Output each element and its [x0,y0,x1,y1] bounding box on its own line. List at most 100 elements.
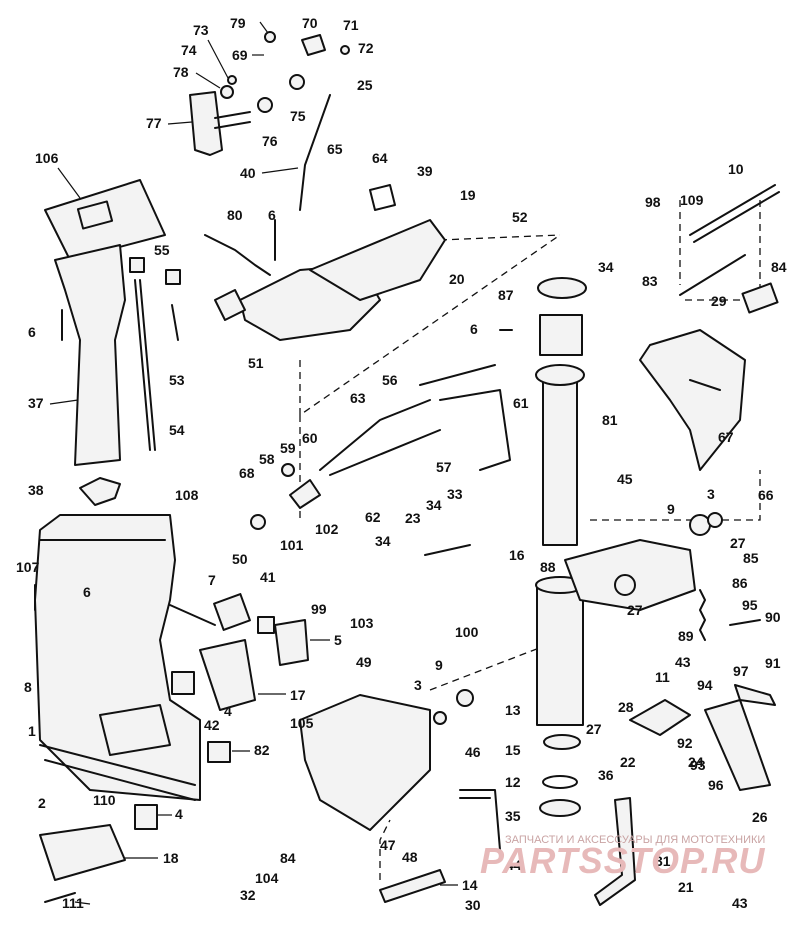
callout-5: 5 [334,632,342,648]
callout-83: 83 [642,273,658,289]
callout-9: 9 [435,657,443,673]
tilt-lever [594,797,636,906]
callout-10: 10 [728,161,744,177]
callout-20: 20 [449,271,465,287]
callout-34: 34 [426,497,442,513]
callout-92: 92 [677,735,693,751]
callout-29: 29 [711,293,727,309]
callout-7: 7 [208,572,216,588]
callout-56: 56 [382,372,398,388]
top-hardware [220,31,350,113]
exhaust-housing [34,514,201,801]
callout-79: 79 [230,15,246,31]
callout-6b: 6 [28,324,36,340]
rubber-mounts [39,593,309,881]
callout-98: 98 [645,194,661,210]
callout-23: 23 [405,510,421,526]
exhaust-tube [54,244,126,466]
callout-24: 24 [688,754,704,770]
callout-35: 35 [505,808,521,824]
callout-82: 82 [254,742,270,758]
callout-6d: 6 [83,584,91,600]
stern-bracket [639,329,746,471]
callout-94: 94 [697,677,713,693]
callout-46: 46 [465,744,481,760]
bushings [250,463,723,817]
callout-52: 52 [512,209,528,225]
callout-27b: 27 [627,602,643,618]
callout-99: 99 [311,601,327,617]
callout-54: 54 [169,422,185,438]
callout-45: 45 [617,471,633,487]
callout-53: 53 [169,372,185,388]
callout-49: 49 [356,654,372,670]
callout-96: 96 [708,777,724,793]
callout-89: 89 [678,628,694,644]
callout-38: 38 [28,482,44,498]
callout-60: 60 [302,430,318,446]
callout-73: 73 [193,22,209,38]
callout-19: 19 [460,187,476,203]
callout-40: 40 [240,165,256,181]
callout-50: 50 [232,551,248,567]
callout-106: 106 [35,150,59,166]
callout-43: 43 [732,895,748,911]
callout-43b: 43 [675,654,691,670]
callout-44: 44 [506,857,522,873]
callout-86: 86 [732,575,748,591]
callout-71: 71 [343,17,359,33]
callout-110: 110 [93,792,116,808]
callout-6: 6 [268,207,276,223]
callout-34c: 34 [598,259,614,275]
callout-59: 59 [280,440,296,456]
callout-37: 37 [28,395,44,411]
callout-65: 65 [327,141,343,157]
callout-64: 64 [372,150,388,166]
callout-95: 95 [742,597,758,613]
callout-69: 69 [232,47,248,63]
callout-2: 2 [38,795,46,811]
cable-connector [289,479,321,509]
callout-27c: 27 [730,535,746,551]
watermark-logo: PARTSSTOP.RU [480,840,765,881]
callout-100: 100 [455,624,479,640]
callout-21: 21 [678,879,694,895]
callout-70: 70 [302,15,318,31]
callout-34b: 34 [375,533,391,549]
callout-42: 42 [204,717,220,733]
callout-61: 61 [513,395,529,411]
callout-85: 85 [743,550,759,566]
watermark: ЗАПЧАСТИ И АКСЕССУАРЫ ДЛЯ МОТОТЕХНИКИ PA… [480,834,765,881]
callout-18: 18 [163,850,179,866]
callout-84b: 84 [771,259,787,275]
callout-26: 26 [752,809,768,825]
callout-27: 27 [586,721,602,737]
callout-48: 48 [402,849,418,865]
tilt-spring [699,589,706,641]
callout-84: 84 [280,850,296,866]
callout-47: 47 [380,837,396,853]
callout-74: 74 [181,42,197,58]
callout-63: 63 [350,390,366,406]
callout-3b: 3 [707,486,715,502]
shift-linkage [319,364,511,476]
callout-97: 97 [733,663,749,679]
callout-32: 32 [240,887,256,903]
callout-30: 30 [465,897,481,913]
callout-31: 31 [655,853,671,869]
watermark-caption: ЗАПЧАСТИ И АКСЕССУАРЫ ДЛЯ МОТОТЕХНИКИ [505,834,765,846]
callout-3: 3 [414,677,422,693]
callout-9b: 9 [667,501,675,517]
callout-16: 16 [509,547,525,563]
callout-36: 36 [598,767,614,783]
callout-80: 80 [227,207,243,223]
swivel-housing [564,514,711,611]
swivel-column [535,277,587,726]
callout-14: 14 [462,877,478,893]
bolts [34,309,761,903]
callout-6c: 6 [470,321,478,337]
callout-62: 62 [365,509,381,525]
shift-cable [299,94,331,211]
callout-67: 67 [718,429,734,445]
wire-harness [204,219,276,276]
